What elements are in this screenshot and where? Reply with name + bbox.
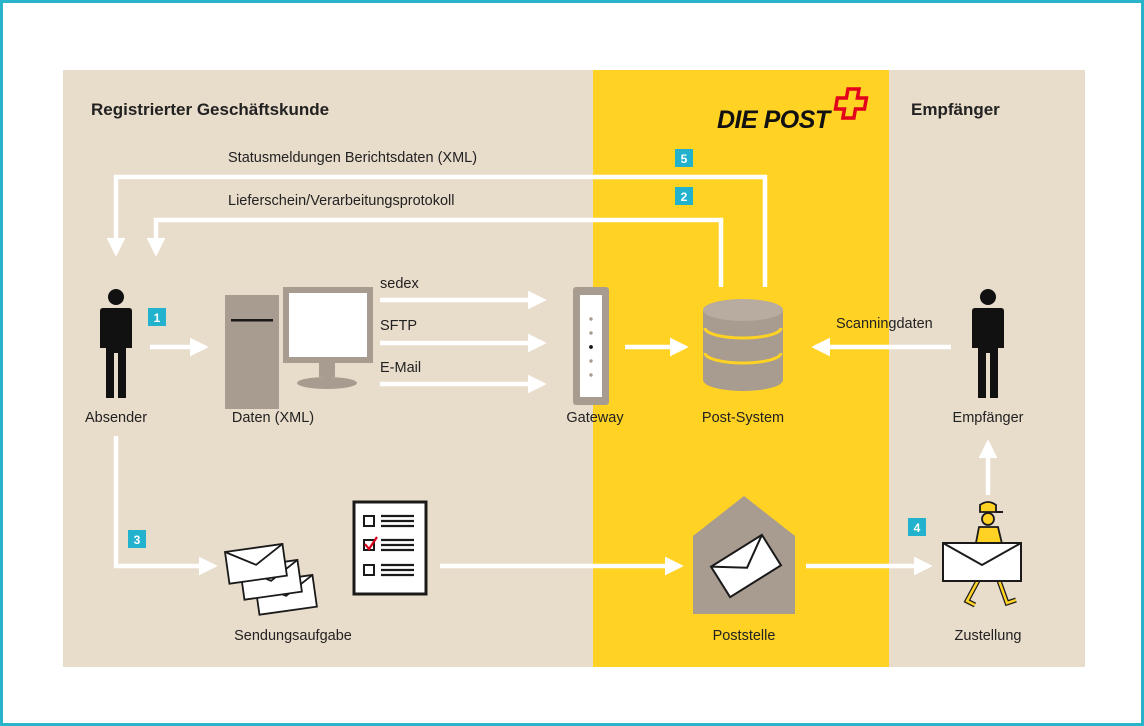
delivery-note-flow-label: Lieferschein/Verarbeitungsprotokoll [228, 193, 455, 209]
svg-text:4: 4 [914, 521, 921, 535]
step-badge-3: 3 [128, 530, 146, 548]
delivery-label: Zustellung [955, 628, 1022, 644]
logo-text: DIE POST [717, 106, 833, 134]
database-icon [703, 299, 783, 391]
person-icon [100, 289, 132, 398]
email-label: E-Mail [380, 360, 421, 376]
swiss-cross-icon [833, 87, 869, 120]
scanning-label: Scanningdaten [836, 316, 933, 332]
process-diagram: Registrierter Geschäftskunde Empfänger D… [63, 70, 1085, 667]
data-label: Daten (XML) [232, 410, 314, 426]
svg-text:2: 2 [681, 190, 688, 204]
svg-text:1: 1 [154, 311, 161, 325]
sftp-label: SFTP [380, 318, 417, 334]
sender-label: Absender [85, 410, 147, 426]
dispatch-label: Sendungsaufgabe [234, 628, 352, 644]
recipient-person-icon [972, 289, 1004, 398]
post-office-label: Poststelle [713, 628, 776, 644]
step-badge-4: 4 [908, 518, 926, 536]
checklist-icon [352, 500, 428, 596]
recipient-label: Empfänger [953, 410, 1024, 426]
gateway-icon [573, 287, 609, 405]
postman-icon [942, 501, 1022, 608]
status-flow-arrow [106, 174, 768, 287]
svg-text:5: 5 [681, 152, 688, 166]
envelopes-icon [223, 542, 318, 616]
die-post-logo: DIE POST [717, 87, 869, 134]
post-system-label: Post-System [702, 410, 784, 426]
gateway-label: Gateway [566, 410, 624, 426]
delivery-note-flow-arrow [146, 217, 724, 287]
customer-heading: Registrierter Geschäftskunde [91, 100, 329, 119]
step-badge-2: 2 [675, 187, 693, 205]
status-flow-label: Statusmeldungen Berichtsdaten (XML) [228, 150, 477, 166]
computer-icon [225, 287, 373, 409]
step-badge-5: 5 [675, 149, 693, 167]
sedex-label: sedex [380, 276, 419, 292]
step-badge-1: 1 [148, 308, 166, 326]
dispatch-flow-arrow [113, 436, 218, 576]
recipient-heading: Empfänger [911, 100, 1000, 119]
post-office-icon [693, 496, 795, 614]
svg-text:3: 3 [134, 533, 141, 547]
